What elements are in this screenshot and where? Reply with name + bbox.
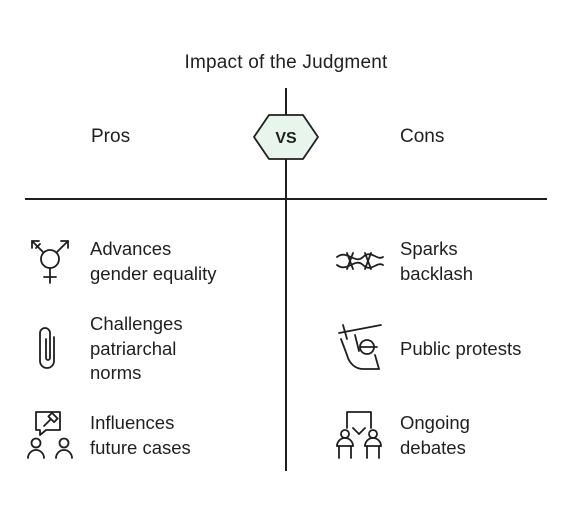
pros-heading: Pros xyxy=(91,126,131,147)
vs-badge: VS xyxy=(252,111,320,163)
horizontal-divider xyxy=(25,198,547,200)
pro-item-2: Challenges patriarchal norms xyxy=(90,313,183,383)
con-item-1: Sparks backlash xyxy=(400,238,474,284)
paperclip-icon xyxy=(24,321,76,373)
double-arrow-icon: VS xyxy=(253,114,319,160)
cons-heading: Cons xyxy=(400,126,445,147)
pro-item-1: Advances gender equality xyxy=(90,238,217,284)
gender-symbol-icon xyxy=(24,235,76,287)
con-item-3: Ongoing debates xyxy=(400,412,470,458)
con-item-2: Public protests xyxy=(400,338,522,359)
vs-label: VS xyxy=(275,130,297,147)
gavel-speech-people-icon xyxy=(24,410,76,462)
debate-people-icon xyxy=(333,410,385,462)
protest-sign-icon xyxy=(333,321,385,373)
diagram-title: Impact of the Judgment xyxy=(184,52,388,73)
vertical-divider xyxy=(285,88,287,471)
barbed-wire-icon xyxy=(333,235,385,287)
pro-item-3: Influences future cases xyxy=(90,412,191,458)
